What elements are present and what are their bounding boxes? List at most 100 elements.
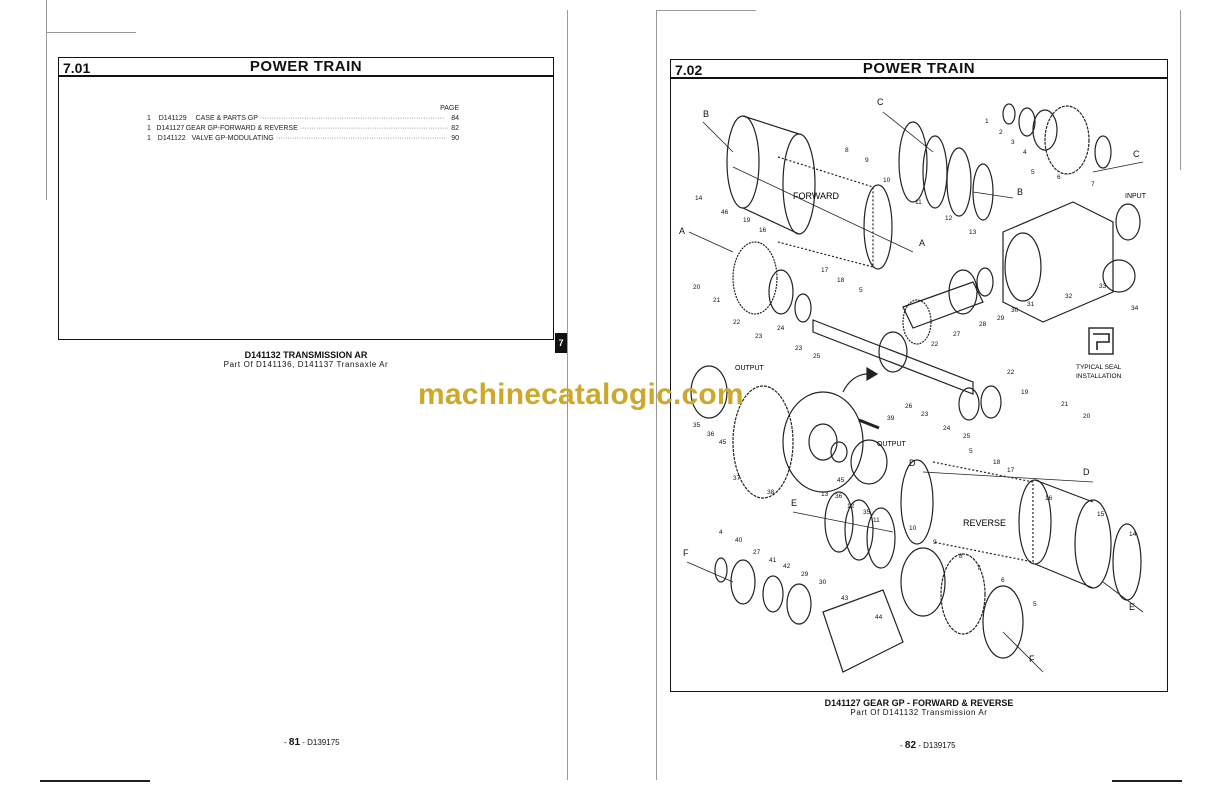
bearing-part [948, 269, 978, 315]
reverse-gear-part [940, 553, 986, 635]
ring-part [794, 293, 812, 323]
callout-label: 22 [733, 319, 741, 326]
clutch-drum-front-part [1018, 479, 1052, 565]
watermark-text: machinecatalogic.com [418, 378, 744, 411]
section-title: POWER TRAIN [862, 60, 976, 77]
section-title: POWER TRAIN [249, 58, 363, 75]
callout-label: 18 [837, 277, 845, 284]
bearing-part [768, 269, 794, 315]
qty-cell: 1 [147, 125, 151, 132]
callout-label: D [909, 458, 916, 468]
assembly-axis-line [686, 111, 1144, 673]
callout-label: 31 [1027, 301, 1035, 308]
callout-label: 45 [837, 477, 845, 484]
clutch-drum-front-part [726, 115, 760, 209]
seal-label-line1: TYPICAL SEAL [1076, 364, 1122, 371]
callout-label: 35 [863, 509, 871, 516]
clutch-plate-part [844, 499, 874, 561]
caption-subtitle: Part Of D141136, D141137 Transaxle Ar [223, 360, 389, 369]
leader-dots [276, 134, 446, 144]
callout-label: 9 [933, 539, 937, 546]
description-cell: CASE & PARTS GP [195, 115, 258, 122]
seal-installation-icon [1088, 327, 1114, 355]
ring-part [980, 385, 1002, 419]
table-row[interactable]: 1 D141129 CASE & PARTS GP 84 [147, 114, 459, 124]
section-header: 7.01 POWER TRAIN [58, 57, 554, 77]
callout-label: 14 [1129, 531, 1137, 538]
bearing-part [786, 583, 812, 625]
clutch-drum-body-part [1034, 479, 1094, 589]
callout-label: 11 [873, 517, 880, 524]
housing-part [1002, 201, 1114, 323]
scan-edge-line [46, 0, 47, 200]
figure-caption: D141127 GEAR GP - FORWARD & REVERSE Part… [670, 698, 1168, 717]
callout-label: 7 [977, 565, 981, 572]
piston-part [900, 547, 946, 617]
callout-label: 12 [847, 503, 855, 510]
scan-edge-line [656, 10, 756, 11]
table-row[interactable]: 1 D141127 GEAR GP-FORWARD & REVERSE 82 [147, 124, 459, 134]
clutch-drum-body-part [742, 115, 800, 235]
ring-gear-part [732, 385, 794, 499]
clutch-plate-part [866, 507, 896, 569]
table-header: PAGE [147, 104, 459, 114]
page-footer: - 81 - D139175 [284, 737, 340, 748]
table-row[interactable]: 1 D141122 VALVE GP-MODULATING 90 [147, 134, 459, 144]
arrow-head-icon [866, 366, 879, 382]
callout-label: 11 [915, 199, 922, 206]
callout-label: 19 [743, 217, 751, 224]
callout-label: 26 [905, 403, 913, 410]
part-number-cell: D141127 [156, 125, 185, 132]
callout-label: 5 [1031, 169, 1035, 176]
page-fold-line [567, 10, 568, 780]
shaft-gear-part [878, 331, 908, 373]
leader-dots [300, 124, 448, 134]
callout-label: 5 [859, 287, 863, 294]
callout-label: 12 [945, 215, 953, 222]
exploded-parts-diagram: FORWARD REVERSE OUTPUT OUTPUT INPUT TYPI… [679, 97, 1147, 673]
scan-edge-line [1180, 10, 1181, 170]
callout-label: 5 [1033, 601, 1037, 608]
section-number: 7.02 [675, 62, 703, 78]
input-gear-part [1044, 105, 1090, 175]
callout-label: 3 [1011, 139, 1015, 146]
qty-cell: 1 [147, 115, 151, 122]
callout-label: B [703, 109, 709, 119]
callout-label: C [877, 97, 884, 107]
forward-label: FORWARD [793, 191, 839, 201]
clutch-plate-part [824, 491, 854, 553]
callout-label: 24 [777, 325, 785, 332]
scan-bottom-line [1112, 780, 1182, 782]
callout-label: 19 [1021, 389, 1029, 396]
callout-label: 36 [835, 493, 843, 500]
clutch-drum-rear-part [782, 133, 816, 235]
caption-subtitle: Part Of D141132 Transmission Ar [850, 708, 988, 717]
callout-label: D [1083, 467, 1090, 477]
input-label: INPUT [1125, 193, 1147, 200]
callout-label: 35 [693, 422, 701, 429]
ring-part [762, 575, 784, 613]
leader-dots [260, 114, 445, 124]
housing-bore-part [1004, 232, 1042, 302]
callout-label: 36 [707, 431, 715, 438]
callout-label: 20 [1083, 413, 1091, 420]
callout-label: 22 [931, 341, 939, 348]
page-fold-line [656, 10, 657, 780]
callout-label: 5 [969, 448, 973, 455]
ring-part [714, 557, 728, 583]
snap-ring-part [972, 163, 994, 221]
callout-label: 29 [997, 315, 1005, 322]
page-number: 82 [904, 740, 917, 751]
contents-box [58, 76, 554, 340]
snap-ring-part [1112, 523, 1142, 601]
callout-label: A [919, 238, 925, 248]
callout-label: 25 [963, 433, 971, 440]
section-tab: 7 [555, 333, 567, 353]
callout-label: 25 [813, 353, 821, 360]
callout-label: 24 [943, 425, 951, 432]
side-gear-part [850, 439, 888, 485]
callout-label: 20 [693, 284, 701, 291]
callout-label: F [683, 548, 689, 558]
callout-label: 41 [769, 557, 777, 564]
parts-table: PAGE 1 D141129 CASE & PARTS GP 84 1 D141… [147, 104, 459, 144]
